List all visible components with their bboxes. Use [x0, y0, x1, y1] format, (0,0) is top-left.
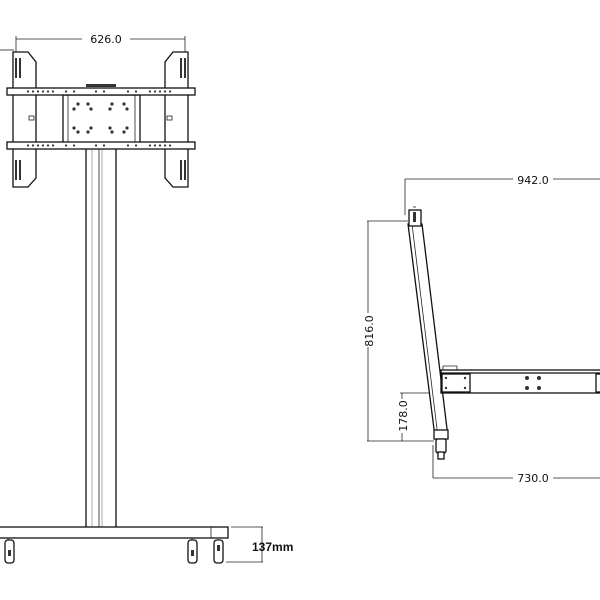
vesa-plate — [62, 84, 141, 144]
rail-hole — [72, 90, 76, 93]
base-height-label: 137mm — [252, 540, 293, 554]
rail-hole — [153, 90, 157, 93]
rail-hole — [168, 144, 172, 147]
rail-hole — [51, 90, 55, 93]
rail-hole — [102, 144, 106, 147]
rail-hole — [168, 90, 172, 93]
casters — [4, 539, 224, 564]
rail-hole — [158, 90, 162, 93]
rail-hole — [26, 144, 30, 147]
rail-hole — [31, 144, 35, 147]
horizontal-arm — [440, 365, 600, 394]
rail-hole — [46, 144, 50, 147]
rail-hole — [126, 90, 130, 93]
rail-hole — [94, 144, 98, 147]
side-caster — [435, 438, 447, 460]
caster — [213, 539, 224, 564]
rail-hole — [64, 90, 68, 93]
bottom-rail — [6, 141, 196, 150]
right-vertical-bracket — [164, 51, 189, 188]
rail-hole — [148, 144, 152, 147]
rail-hole — [41, 90, 45, 93]
rail-hole — [134, 90, 138, 93]
base — [0, 526, 229, 540]
rail-hole — [26, 90, 30, 93]
dimension-arm-height: 178.0 — [396, 392, 442, 441]
dimension-base-depth: 730.0 — [432, 445, 600, 485]
rail-hole — [41, 144, 45, 147]
base-depth-label: 730.0 — [517, 472, 549, 485]
arm-height-label: 178.0 — [397, 400, 410, 432]
rail-hole — [51, 144, 55, 147]
rail-hole — [126, 144, 130, 147]
left-vertical-bracket — [12, 51, 37, 188]
pole — [85, 147, 117, 529]
dimension-base-height: 137mm — [226, 526, 293, 563]
rail-hole — [36, 144, 40, 147]
rail-hole — [102, 90, 106, 93]
side-view: 942.0 816.0 178.0 730.0 — [361, 172, 600, 485]
angled-column — [407, 206, 449, 440]
rail-hole — [36, 90, 40, 93]
rail-hole — [31, 90, 35, 93]
rail-hole — [158, 144, 162, 147]
caster — [187, 539, 198, 564]
height-label: 816.0 — [363, 315, 376, 347]
rail-hole — [64, 144, 68, 147]
depth-label: 942.0 — [517, 174, 549, 187]
caster — [4, 539, 15, 564]
width-label: 626.0 — [90, 33, 122, 46]
rail-hole — [72, 144, 76, 147]
top-rail — [6, 87, 196, 96]
rail-hole — [153, 144, 157, 147]
rail-hole — [163, 144, 167, 147]
front-view: 626.0 — [0, 32, 293, 564]
rail-hole — [134, 144, 138, 147]
dimension-height: 816.0 — [361, 220, 434, 442]
rail-hole — [94, 90, 98, 93]
rail-hole — [163, 90, 167, 93]
rail-hole — [148, 90, 152, 93]
dimension-width: 626.0 — [0, 32, 186, 52]
rail-hole — [46, 90, 50, 93]
dimension-depth: 942.0 — [404, 172, 600, 215]
